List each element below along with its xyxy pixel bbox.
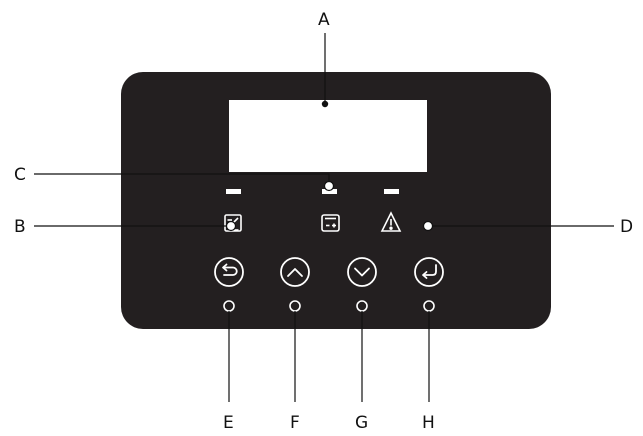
back-arrow-icon [222,263,238,276]
up-button[interactable] [280,257,310,287]
lcd-screen [229,100,427,172]
callout-marker-c [323,180,335,192]
chevron-up-icon [287,268,303,277]
down-button[interactable] [347,257,377,287]
callout-marker-f [289,300,301,312]
battery-icon [321,214,340,232]
enter-button[interactable] [414,257,444,287]
enter-icon [422,264,437,279]
callout-label-a: A [318,10,330,30]
callout-marker-d [422,220,434,232]
callout-marker-b [225,220,237,232]
callout-label-c: C [14,165,26,185]
callout-label-h: H [422,413,435,433]
control-panel-body [121,72,551,329]
led-indicator-b [226,189,241,194]
callout-label-e: E [223,413,234,433]
callout-marker-e [223,300,235,312]
led-indicator-d [384,189,399,194]
chevron-down-icon [354,267,370,277]
callout-marker-h [423,300,435,312]
led-indicator-c [322,189,337,194]
callout-label-d: D [620,217,633,237]
callout-label-g: G [355,413,368,433]
callout-label-f: F [290,413,300,433]
callout-label-b: B [14,217,26,237]
callout-marker-g [356,300,368,312]
warning-triangle-icon [380,211,402,232]
back-button[interactable] [214,257,244,287]
leader-line-c [34,173,330,181]
callout-dot-a [321,100,329,108]
